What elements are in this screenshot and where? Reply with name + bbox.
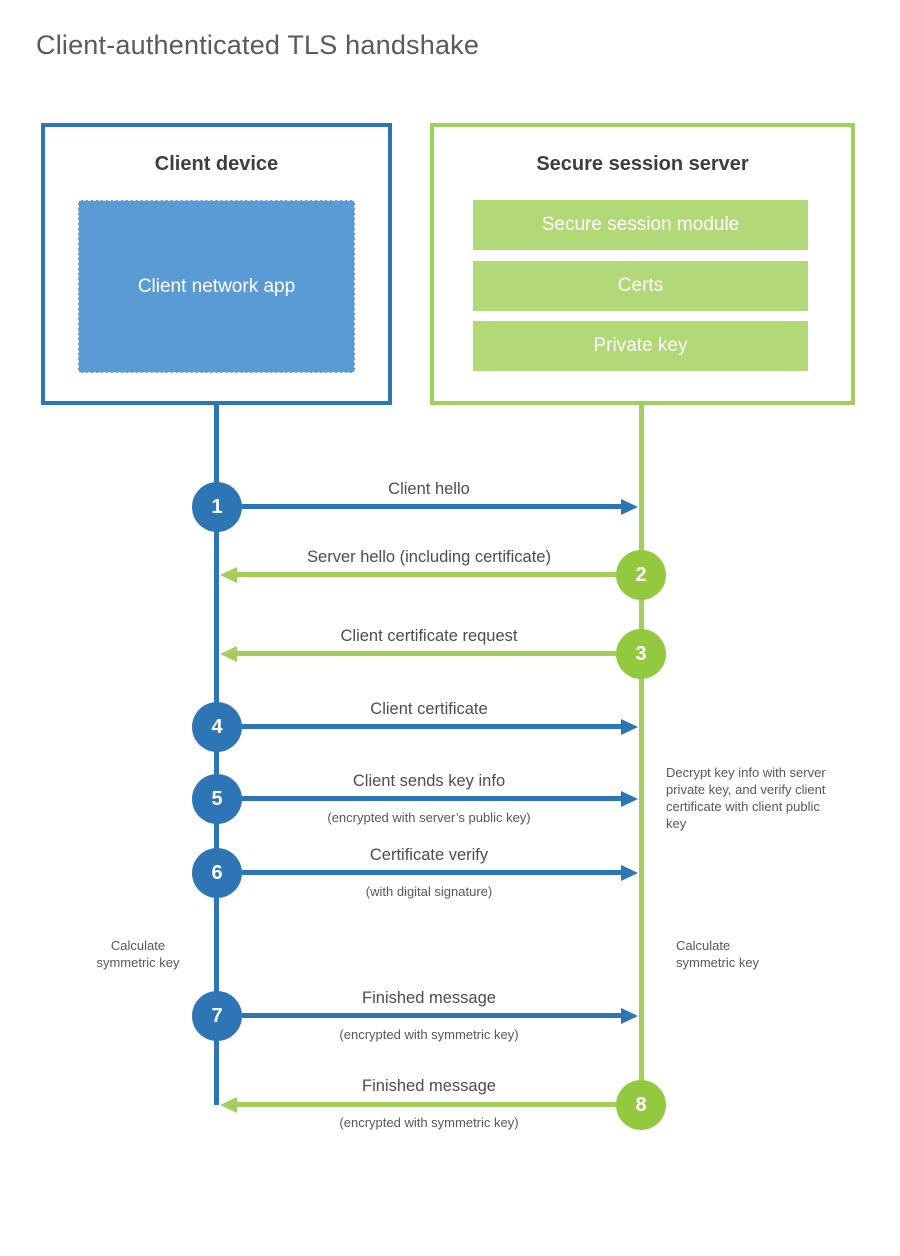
- step-6-arrowhead-icon: [621, 865, 638, 881]
- step-8-arrow-line: [237, 1102, 616, 1107]
- client-lifeline: [214, 405, 219, 1105]
- step-7-sublabel: (encrypted with symmetric key): [339, 1027, 519, 1042]
- server-lifeline: [639, 405, 644, 1105]
- client-device-title: Client device: [154, 153, 279, 175]
- step-7-number-badge: 7: [192, 991, 242, 1041]
- step-7-arrow-line: [242, 1013, 621, 1018]
- step-3-label: Client certificate request: [340, 627, 518, 645]
- step-2-arrow-line: [237, 572, 616, 577]
- step-4-arrowhead-icon: [621, 719, 638, 735]
- step-1-number-badge: 1: [192, 482, 242, 532]
- step-2-number-badge: 2: [616, 550, 666, 600]
- step-6-label: Certificate verify: [369, 846, 489, 864]
- calc-symmetric-key-left: Calculate symmetric key: [96, 938, 180, 971]
- step-4-number-badge: 4: [192, 702, 242, 752]
- step-4-label: Client certificate: [370, 700, 488, 718]
- step-6-sublabel: (with digital signature): [365, 884, 493, 899]
- client-network-app-label: Client network app: [137, 275, 296, 297]
- step-6-number-badge: 6: [192, 848, 242, 898]
- step-7-arrowhead-icon: [621, 1008, 638, 1024]
- secure-session-module-label: Secure session module: [541, 214, 740, 235]
- step-8-sublabel: (encrypted with symmetric key): [339, 1115, 519, 1130]
- step-3-arrow-line: [237, 651, 616, 656]
- step-8-arrowhead-icon: [220, 1097, 237, 1113]
- step-8-number-badge: 8: [616, 1080, 666, 1130]
- decrypt-note: Decrypt key info with server private key…: [666, 765, 826, 832]
- step-3-number-badge: 3: [616, 629, 666, 679]
- step-5-sublabel: (encrypted with server’s public key): [327, 810, 531, 825]
- page-title: Client-authenticated TLS handshake: [36, 30, 480, 60]
- server-module-certs: Certs: [473, 261, 808, 311]
- step-5-number-badge: 5: [192, 774, 242, 824]
- server-module-secure-session-module: Secure session module: [473, 200, 808, 250]
- step-1-arrowhead-icon: [621, 499, 638, 515]
- client-network-app-node: Client network app: [78, 200, 355, 373]
- step-2-label: Server hello (including certificate): [307, 548, 551, 566]
- step-4-arrow-line: [242, 724, 621, 729]
- step-3-arrowhead-icon: [220, 646, 237, 662]
- step-5-arrow-line: [242, 796, 621, 801]
- step-6-arrow-line: [242, 870, 621, 875]
- calc-symmetric-key-right: Calculate symmetric key: [676, 938, 760, 971]
- step-1-label: Client hello: [388, 480, 470, 498]
- server-module-private-key: Private key: [473, 321, 808, 371]
- step-5-arrowhead-icon: [621, 791, 638, 807]
- certs-label: Certs: [617, 275, 664, 296]
- step-7-label: Finished message: [362, 989, 496, 1007]
- step-5-label: Client sends key info: [352, 772, 506, 790]
- private-key-label: Private key: [593, 335, 688, 356]
- step-1-arrow-line: [242, 504, 621, 509]
- secure-session-server-title: Secure session server: [536, 153, 749, 175]
- step-2-arrowhead-icon: [220, 567, 237, 583]
- step-8-label: Finished message: [362, 1077, 496, 1095]
